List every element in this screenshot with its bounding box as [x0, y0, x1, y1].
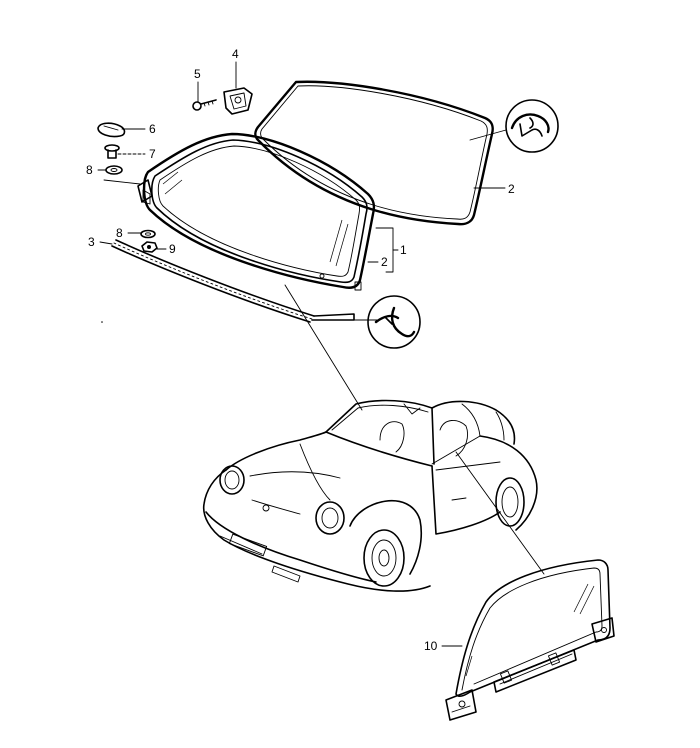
callout-6: 6	[149, 122, 156, 136]
callout-4: 4	[232, 47, 239, 61]
cover-cap	[97, 122, 126, 138]
callout-8-upper: 8	[86, 163, 93, 177]
washer-lower	[140, 229, 156, 239]
screw	[192, 99, 217, 111]
callout-7: 7	[149, 147, 156, 161]
door-window-glass	[445, 559, 615, 721]
callout-1: 1	[400, 243, 407, 257]
washer-upper	[103, 165, 141, 185]
car-illustration	[202, 399, 538, 592]
trim-strip-profile-detail-icon	[367, 295, 421, 349]
mounting-bracket	[223, 87, 253, 115]
callout-labels: 1 2 2 3 4 5 6 7 8 8 9 10	[86, 47, 515, 653]
callout-9: 9	[169, 242, 176, 256]
leader-lines	[97, 61, 545, 647]
lower-trim-strip	[111, 239, 355, 323]
callout-5: 5	[194, 67, 201, 81]
seal-profile-detail-icon	[505, 99, 559, 153]
nut	[141, 241, 158, 253]
callout-2-seal: 2	[508, 182, 515, 196]
windshield-glass	[142, 132, 376, 291]
speck	[101, 321, 103, 323]
bolt	[104, 144, 120, 159]
corner-clip	[137, 179, 153, 203]
callout-8-lower: 8	[116, 226, 123, 240]
callout-2-bracket: 2	[381, 255, 388, 269]
callout-10: 10	[424, 639, 438, 653]
callout-3: 3	[88, 235, 95, 249]
